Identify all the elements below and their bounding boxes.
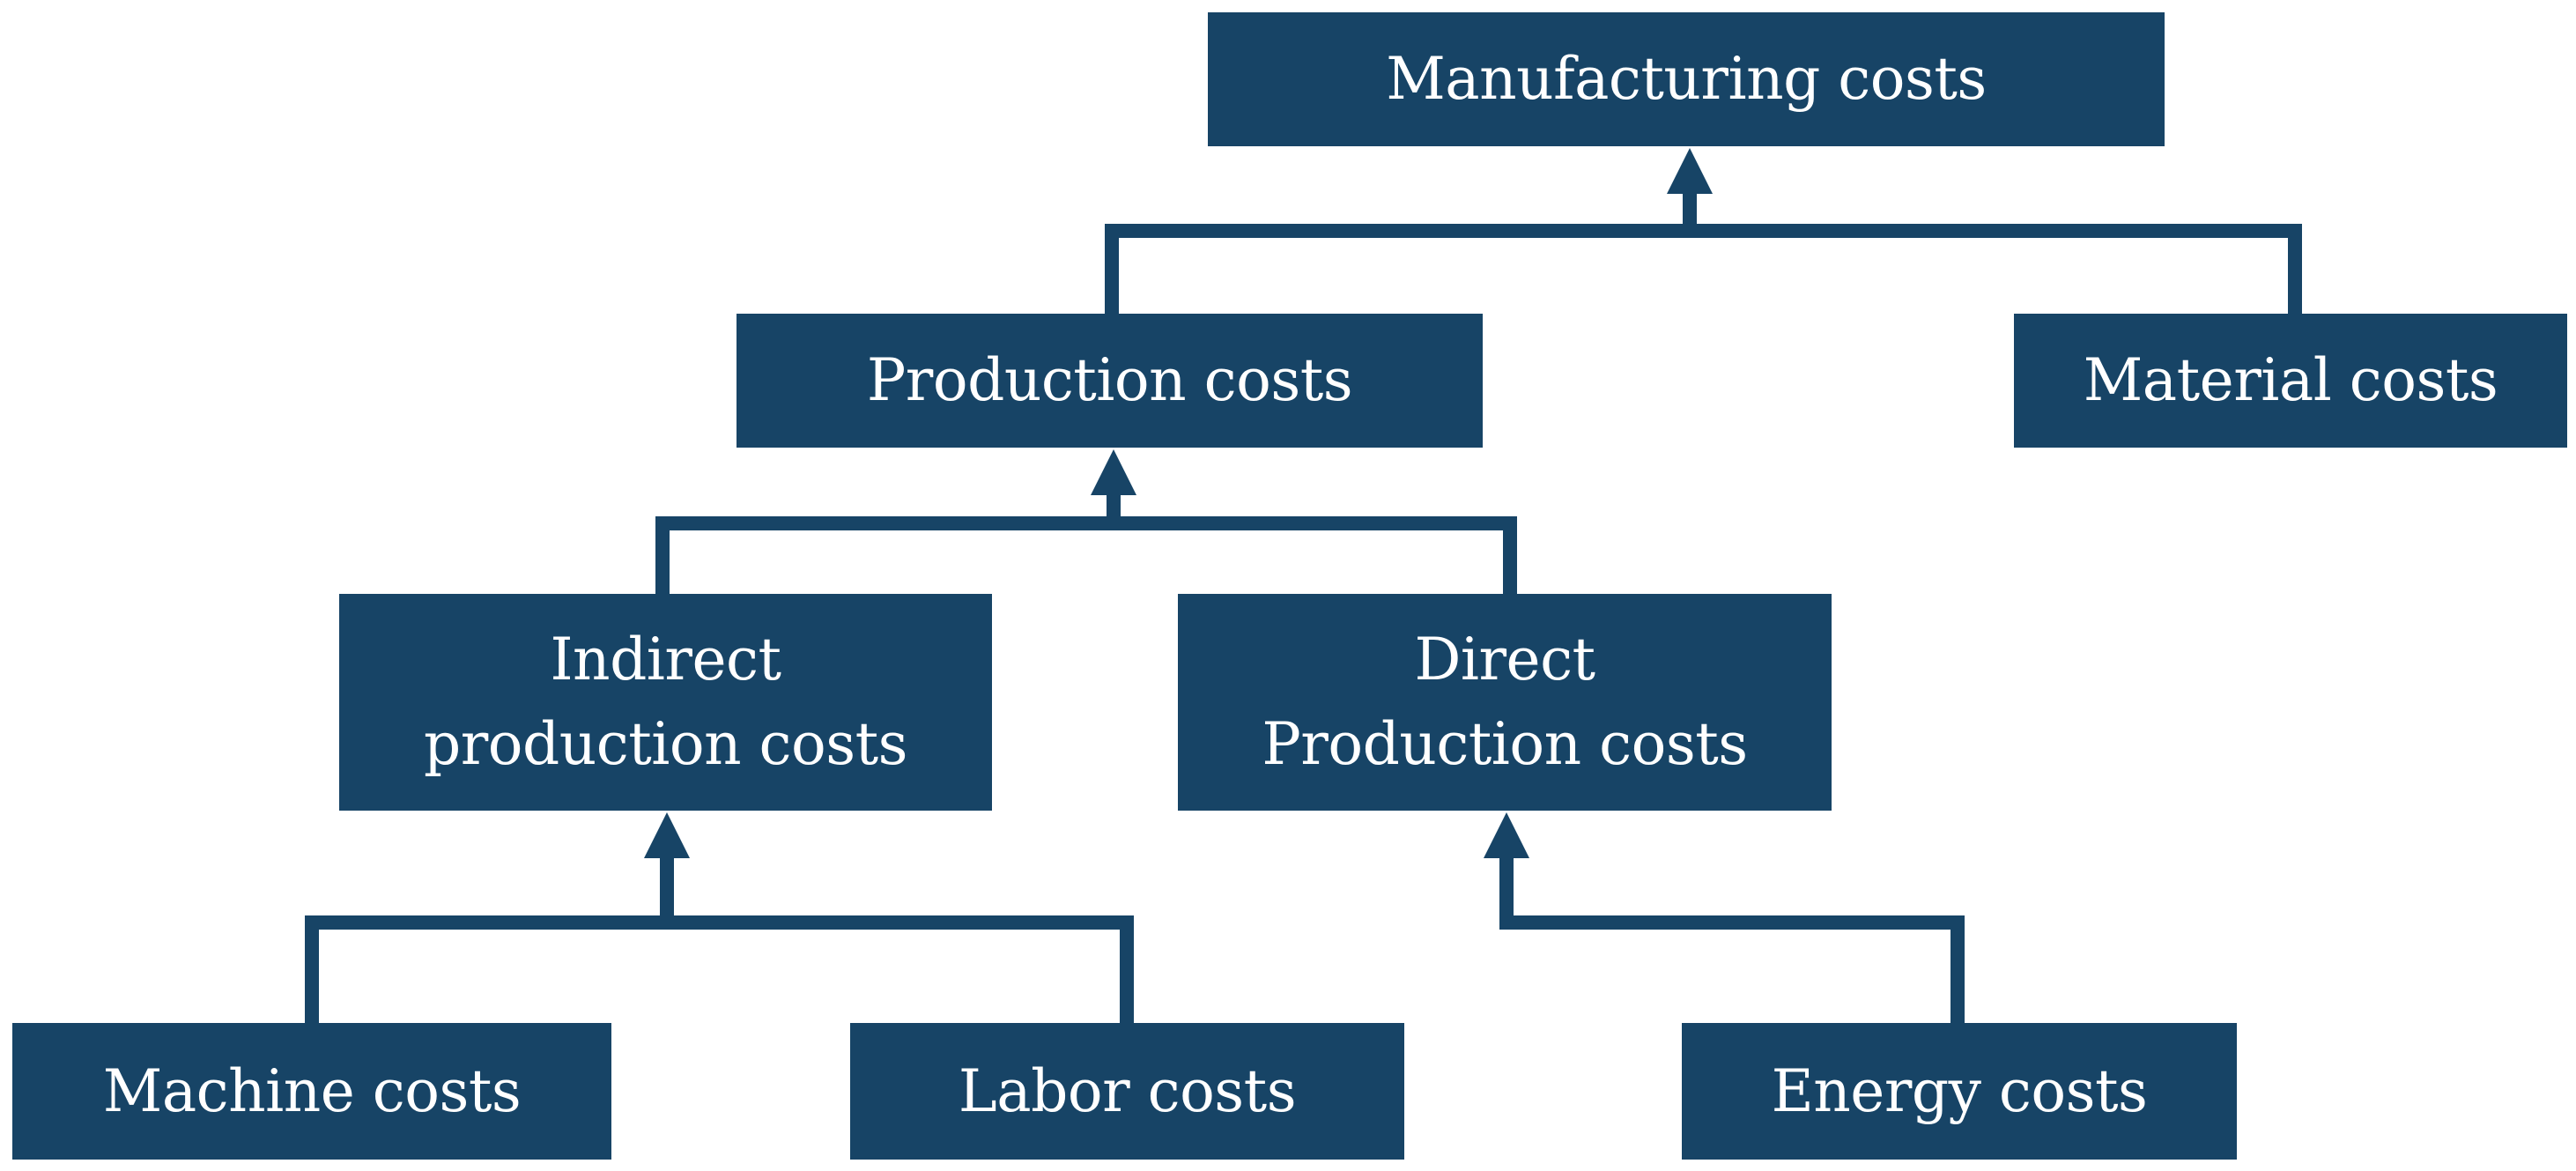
manufacturing-costs-box: Manufacturing costs: [1208, 12, 2165, 146]
direct-production-costs-label-line-1: Direct: [1414, 626, 1595, 694]
production-arrowhead: [1091, 449, 1136, 495]
indirect-arrowhead: [644, 812, 690, 858]
direct-production-costs-box: Direct Production costs: [1178, 594, 1832, 811]
production-costs-box: Production costs: [737, 314, 1483, 448]
material-costs-label: Material costs: [2083, 346, 2498, 415]
indirect-production-costs-label-line-1: Indirect: [550, 626, 781, 694]
direct-arrowhead: [1484, 812, 1529, 858]
indirect-production-costs-label-line-2: production costs: [423, 710, 908, 778]
labor-costs-label: Labor costs: [958, 1056, 1297, 1125]
material-costs-box: Material costs: [2014, 314, 2567, 448]
manufacturing-arrowhead: [1667, 148, 1713, 194]
energy-costs-box: Energy costs: [1682, 1023, 2237, 1160]
manufacturing-costs-label: Manufacturing costs: [1386, 45, 1987, 114]
machine-costs-box: Machine costs: [12, 1023, 611, 1160]
machine-costs-label: Machine costs: [102, 1056, 522, 1125]
indirect-production-costs-box: Indirect production costs: [339, 594, 992, 811]
direct-production-costs-label-line-2: Production costs: [1262, 710, 1748, 778]
production-costs-label: Production costs: [866, 346, 1353, 415]
labor-costs-box: Labor costs: [850, 1023, 1404, 1160]
energy-costs-label: Energy costs: [1771, 1056, 2148, 1125]
